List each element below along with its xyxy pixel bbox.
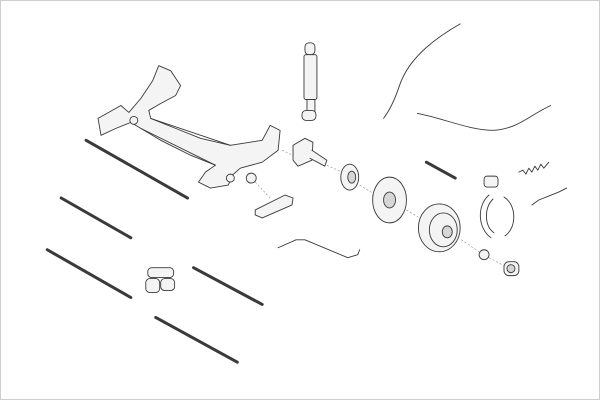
assembly-leader-lines (255, 150, 504, 265)
tie-rod-5 (156, 317, 238, 362)
hub-bearing (504, 262, 519, 276)
stub-axle (293, 138, 327, 166)
tie-rod-3 (47, 250, 131, 298)
handbrake-cable-lower (417, 105, 550, 130)
bracket (255, 195, 293, 218)
small-bushing (246, 173, 256, 183)
tie-rod-4 (194, 268, 263, 305)
return-spring (519, 162, 549, 174)
brake-pipe (278, 240, 360, 258)
wheel-cylinder (484, 176, 498, 187)
axle-subframe (98, 66, 280, 188)
brake-shoes (480, 195, 513, 238)
adjuster-link (426, 162, 455, 178)
wheel-hub (341, 164, 359, 190)
shock-absorber (302, 43, 317, 121)
brake-backing-plate (373, 177, 407, 223)
bushing-mount (146, 268, 175, 293)
brake-drum (418, 204, 460, 252)
hub-nut (479, 250, 489, 260)
adjuster-screw (532, 188, 567, 205)
tie-rod-2 (61, 198, 131, 238)
tie-rod-1 (86, 140, 187, 198)
handbrake-cable-upper (384, 24, 461, 119)
